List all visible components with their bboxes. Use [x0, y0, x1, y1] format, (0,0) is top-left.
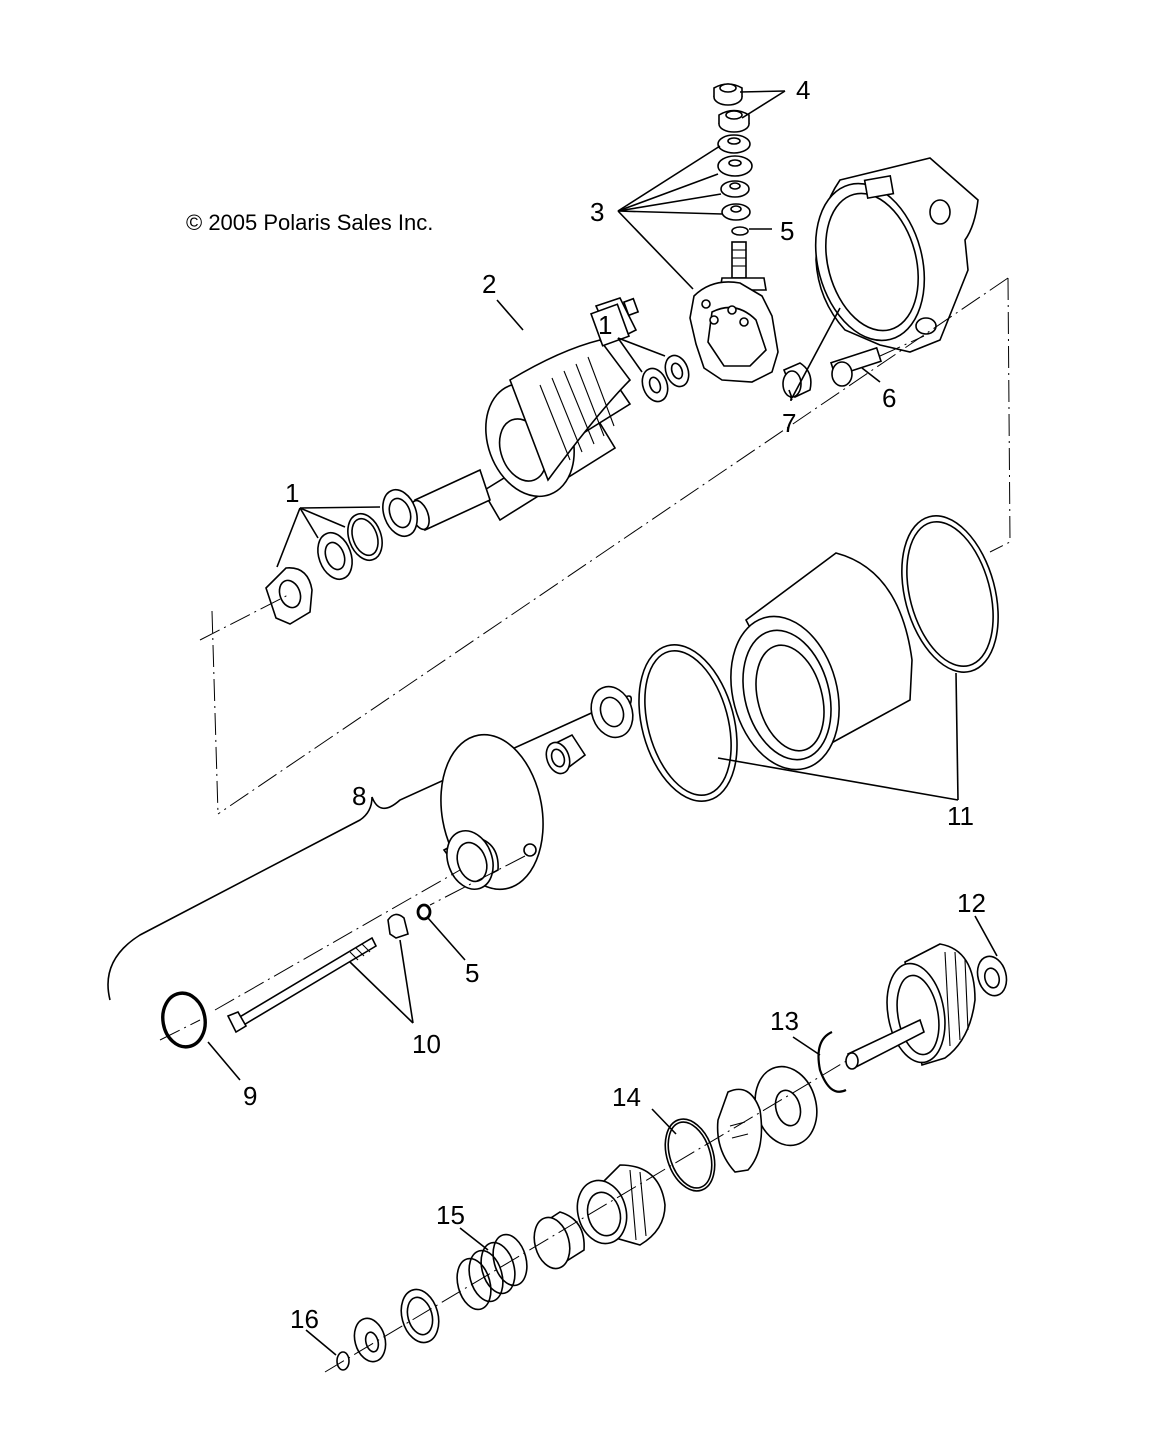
leader-lines	[207, 90, 998, 1356]
ring-part-14	[664, 1118, 716, 1192]
alignment-line-bolt	[214, 869, 461, 1011]
pinion-clutch-part-14	[576, 1164, 666, 1246]
callout-12: 12	[957, 888, 986, 918]
alignment-line-snap	[159, 1019, 201, 1041]
needle-bearing-part-8	[545, 733, 587, 775]
callout-11: 11	[947, 801, 974, 831]
end-cover-part-7	[814, 157, 979, 353]
armature-part-2	[410, 297, 640, 532]
washer-part-3d	[721, 203, 751, 221]
clutch-segment-part-14	[716, 1088, 763, 1173]
bushing-part-7	[782, 362, 812, 399]
nut-part-4a	[713, 83, 743, 106]
callout-4: 4	[796, 75, 810, 105]
through-bolt-part-6	[830, 335, 925, 387]
copyright-text: © 2005 Polaris Sales Inc.	[186, 210, 433, 235]
stopper-part-16	[353, 1317, 387, 1363]
plate-part-10	[387, 913, 409, 939]
thrust-washers-part-1-left	[265, 488, 418, 625]
sleeve-part-15	[533, 1211, 585, 1270]
callout-5-bottom: 5	[465, 958, 479, 988]
alignment-line-main	[217, 277, 1009, 815]
callout-6: 6	[882, 383, 896, 413]
callout-5-top: 5	[780, 216, 794, 246]
alignment-line-left	[211, 610, 219, 815]
callout-9: 9	[243, 1081, 257, 1111]
bracket-brace-part-8	[107, 695, 633, 1001]
washer-part-12	[976, 955, 1008, 997]
callout-3: 3	[590, 197, 604, 227]
front-bracket-part-8	[440, 733, 544, 891]
washer-part-3b	[717, 155, 753, 177]
snap-ring-part-9	[161, 991, 207, 1049]
callout-10: 10	[412, 1029, 441, 1059]
alignment-line-bracket	[429, 855, 526, 906]
brush-plate-part-3	[689, 281, 779, 383]
callout-1-right: 1	[598, 310, 612, 340]
callout-13: 13	[770, 1006, 799, 1036]
alignment-line-armature	[199, 593, 291, 641]
snap-ring-part-13	[817, 1030, 847, 1093]
washer-part-13	[754, 1065, 818, 1147]
spring-part-15	[456, 1233, 528, 1311]
callout-7: 7	[782, 408, 796, 438]
through-bolt-part-10	[226, 936, 378, 1034]
callout-2: 2	[482, 269, 496, 299]
callout-14: 14	[612, 1082, 641, 1112]
callout-1-left: 1	[285, 478, 299, 508]
callout-16: 16	[290, 1304, 319, 1334]
washer-part-3a	[717, 134, 751, 154]
drive-gear-shaft-assembly	[845, 943, 976, 1070]
bearing-part-8	[590, 685, 634, 739]
thrust-washers-part-1-right	[641, 354, 690, 403]
o-ring-part-11-right	[901, 515, 999, 673]
washer-part-3c	[720, 180, 750, 198]
callout-15: 15	[436, 1200, 465, 1230]
o-ring-part-5b	[416, 903, 432, 921]
callout-8: 8	[352, 781, 366, 811]
yoke-housing	[730, 552, 913, 771]
alignment-line-frame	[989, 277, 1011, 553]
nut-part-4b	[718, 109, 750, 133]
o-ring-part-11-left	[638, 644, 738, 802]
collar-part-15	[400, 1288, 440, 1344]
o-ring-part-5a	[731, 226, 749, 236]
